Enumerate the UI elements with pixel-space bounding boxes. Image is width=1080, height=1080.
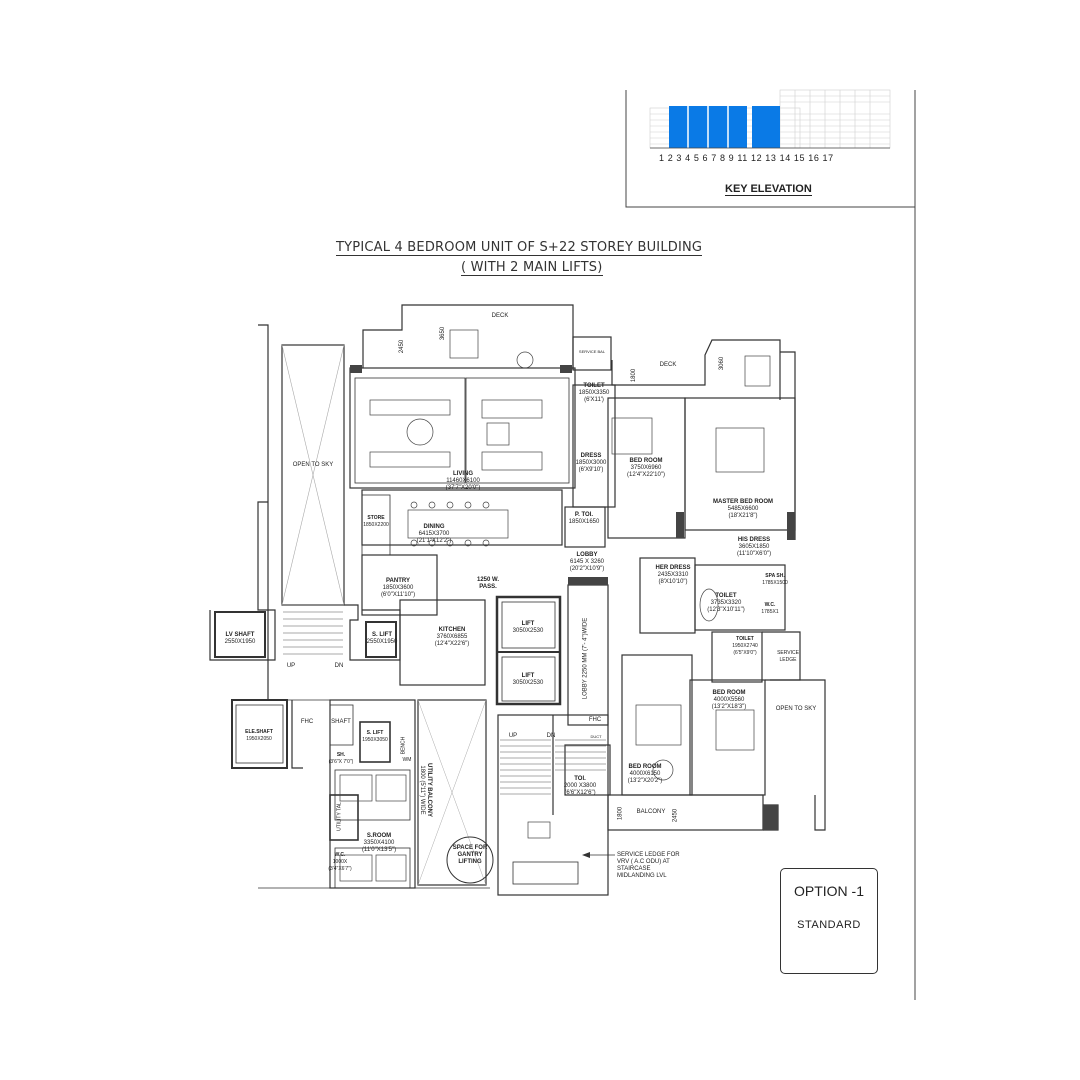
wall-columns	[350, 365, 795, 830]
dn1-label: DN	[334, 663, 344, 669]
dim-3060-label: 3060	[719, 356, 726, 371]
dim-2450-label: 2450	[399, 339, 406, 354]
shaft-label: SHAFT	[331, 719, 351, 725]
key-elevation-label: KEY ELEVATION	[725, 183, 812, 196]
fhc2-label: FHC	[588, 717, 602, 723]
wm-label: WM	[402, 757, 412, 763]
duct-label: DUCT	[590, 734, 602, 739]
open-sky-left-label: OPEN TO SKY	[292, 462, 334, 468]
service-bal-label: SERVICE BAL	[578, 349, 606, 354]
furniture-symbols	[339, 329, 771, 882]
plan-walls	[209, 304, 826, 896]
dn2-label: DN	[546, 733, 556, 739]
plan-title: TYPICAL 4 BEDROOM UNIT OF S+22 STOREY BU…	[336, 240, 703, 256]
option-variant: STANDARD	[797, 919, 861, 931]
option-label: OPTION -1	[793, 883, 864, 899]
balcony-label: BALCONY	[636, 809, 666, 815]
passage-label: 1250 W.PASS.	[476, 577, 500, 590]
bench-label: BENCH	[400, 736, 407, 755]
ptoi-label: P. TOI.1850X1650	[568, 512, 600, 525]
toi2-label: TOI.2000 X3800(6'6"X12'6")	[563, 776, 597, 796]
option-box: OPTION -1 STANDARD	[780, 868, 878, 974]
lobby-wide-label: LOBBY 2250 MM (7'- 4")WIDE	[582, 617, 589, 700]
up2-label: UP	[508, 733, 518, 739]
dim-3650-label: 3650	[440, 326, 447, 341]
spa-label: SPA SH.1785X1500	[762, 573, 788, 586]
utility-tal-label: UTILITY TAL	[336, 802, 343, 831]
plan-subtitle: ( WITH 2 MAIN LIFTS)	[461, 260, 603, 276]
dim-1800-label: 1800	[631, 368, 638, 383]
wc2-label: W.C.1000X(3'4"X6'7")	[328, 852, 352, 872]
fhc1-label: FHC	[300, 719, 314, 725]
wc1-label: W.C.1785X1	[761, 602, 779, 615]
open-sky-right-label: OPEN TO SKY	[775, 706, 817, 712]
service-ledge-right-label: SERVICE LEDGE	[777, 650, 799, 663]
key-elevation-floor-numbers: 1 2 3 4 5 6 7 8 9 11 12 13 14 15 16 17	[659, 153, 834, 163]
key-elevation-highlight	[669, 106, 780, 148]
stair-treads	[283, 604, 606, 795]
sh-label: SH.(3'6"X 7'0")	[328, 752, 354, 765]
gantry-space-circle	[446, 836, 494, 884]
key-elevation-frame	[625, 90, 916, 1000]
deck-right-label: DECK	[659, 362, 677, 368]
dim-1800b-label: 1800	[617, 806, 624, 821]
up1-label: UP	[286, 663, 296, 669]
deck-main-label: DECK	[491, 313, 509, 319]
service-ledge-arrow	[582, 852, 590, 858]
dim-2450b-label: 2450	[672, 808, 679, 823]
